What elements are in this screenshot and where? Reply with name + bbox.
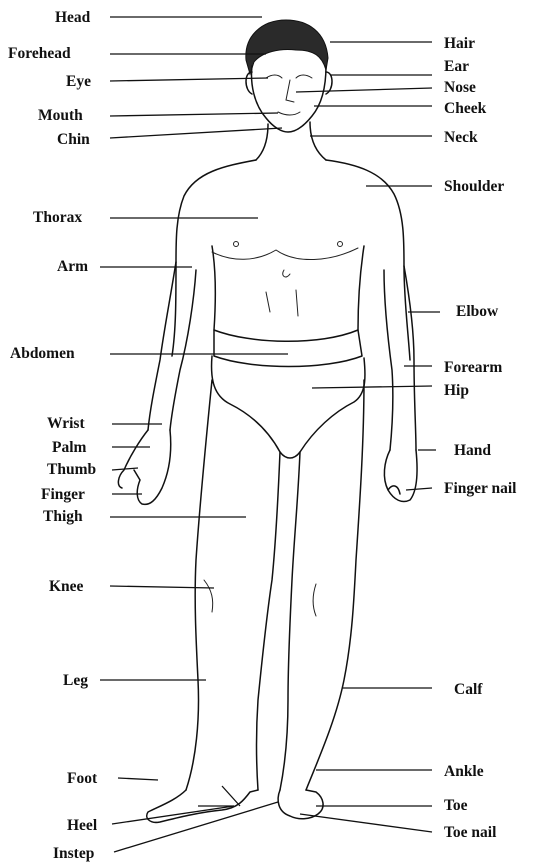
label-cheek: Cheek — [444, 100, 487, 117]
label-abdomen: Abdomen — [10, 345, 75, 362]
label-elbow: Elbow — [456, 303, 499, 320]
label-wrist: Wrist — [47, 415, 85, 432]
label-head: Head — [55, 9, 91, 26]
left-leg-inner — [257, 452, 281, 790]
label-thigh: Thigh — [43, 508, 83, 525]
label-thorax: Thorax — [33, 209, 82, 226]
label-forearm: Forearm — [444, 359, 502, 376]
left-nipple — [234, 242, 239, 247]
label-finger-nail: Finger nail — [444, 480, 517, 497]
left-hand — [118, 430, 170, 504]
left-arm-inner — [170, 270, 196, 430]
label-ankle: Ankle — [444, 763, 484, 780]
torso-left-side — [212, 246, 215, 330]
label-heel: Heel — [67, 817, 98, 834]
torso-right-side — [358, 246, 364, 330]
leader-finger-nail — [406, 488, 432, 490]
label-shoulder: Shoulder — [444, 178, 504, 195]
leader-knee — [110, 586, 214, 588]
chest-line — [212, 248, 358, 260]
hair-shape — [246, 20, 328, 74]
label-neck: Neck — [444, 129, 478, 146]
label-ear: Ear — [444, 58, 469, 75]
label-toe: Toe — [444, 797, 468, 814]
right-leg-outer — [306, 380, 364, 790]
torso-right-outline — [326, 160, 410, 360]
leader-chin — [110, 128, 282, 138]
right-leg-inner — [280, 452, 300, 790]
leader-instep — [114, 802, 278, 852]
leader-eye — [110, 78, 268, 81]
left-arm-outer — [148, 262, 176, 430]
label-forehead: Forehead — [8, 45, 71, 62]
briefs-waistband — [214, 330, 362, 367]
label-leg: Leg — [63, 672, 88, 689]
briefs-body — [212, 356, 365, 458]
leader-nose — [296, 88, 432, 92]
label-nose: Nose — [444, 79, 476, 96]
head-outline — [252, 66, 326, 132]
label-mouth: Mouth — [38, 107, 83, 124]
neck-right — [310, 122, 326, 160]
abdomen-lines — [266, 270, 298, 316]
mouth-shape — [278, 112, 300, 115]
label-knee: Knee — [49, 578, 84, 595]
left-leg-outer — [186, 380, 212, 790]
label-calf: Calf — [454, 681, 483, 698]
label-finger: Finger — [41, 486, 85, 503]
label-hand: Hand — [454, 442, 491, 459]
human-figure — [118, 20, 417, 822]
right-knee-mark — [313, 584, 316, 616]
label-toe-nail: Toe nail — [444, 824, 497, 841]
label-palm: Palm — [52, 439, 87, 456]
label-eye: Eye — [66, 73, 91, 90]
left-knee-mark — [204, 580, 213, 612]
label-chin: Chin — [57, 131, 90, 148]
leader-mouth — [110, 113, 278, 116]
right-nipple — [338, 242, 343, 247]
leader-toe-nail — [300, 814, 432, 832]
nose-shape — [286, 80, 294, 102]
right-arm-inner — [384, 270, 393, 450]
right-eye — [296, 75, 312, 78]
label-hip: Hip — [444, 382, 469, 399]
label-instep: Instep — [53, 845, 94, 862]
left-eye — [266, 75, 282, 78]
right-labels: Hair Ear Nose Cheek Neck Shoulder Elbow … — [296, 35, 517, 841]
label-thumb: Thumb — [47, 461, 96, 478]
leader-foot — [118, 778, 158, 780]
label-arm: Arm — [57, 258, 88, 275]
leader-heel-tick — [222, 786, 240, 806]
left-labels: Head Forehead Eye Mouth Chin Thorax Arm … — [8, 9, 288, 862]
label-hair: Hair — [444, 35, 475, 52]
label-foot: Foot — [67, 770, 98, 787]
right-hand — [384, 450, 417, 502]
